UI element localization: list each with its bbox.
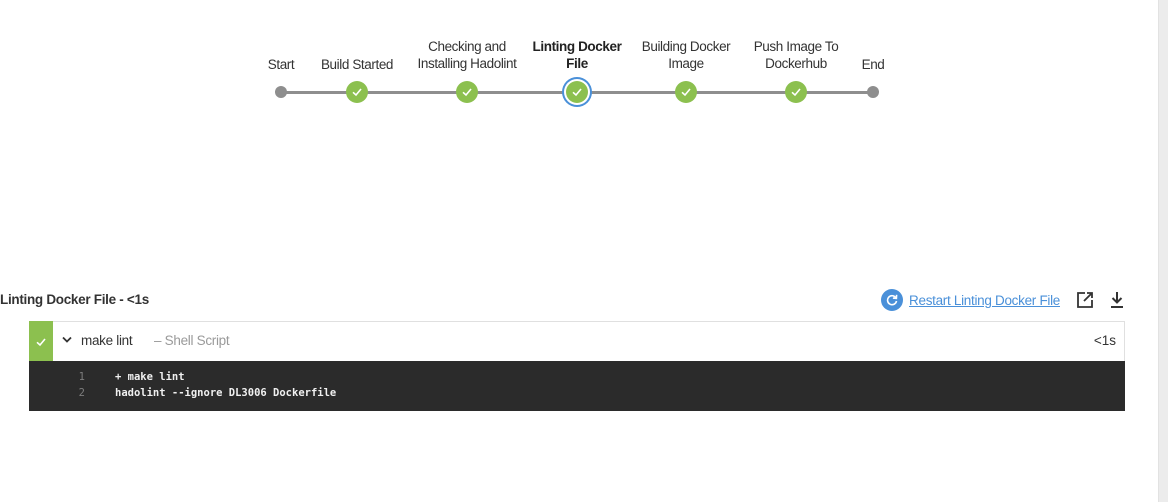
check-icon <box>572 88 582 97</box>
step-status-success <box>29 321 53 362</box>
stage-label-end: End <box>861 57 885 72</box>
stage-label-linting-docker-file[interactable]: Linting Docker File <box>532 39 622 71</box>
open-in-new-icon[interactable] <box>1076 291 1094 309</box>
log-step-row[interactable]: make lint – Shell Script <1s <box>29 321 1125 362</box>
console-line: 1 + make lint <box>29 369 1125 385</box>
stage-node-linting-docker-file[interactable] <box>566 81 588 103</box>
check-icon <box>462 88 472 97</box>
end-node <box>867 86 879 98</box>
step-actions: Restart Linting Docker File <box>881 289 1124 311</box>
line-text: + make lint <box>115 371 185 383</box>
check-icon <box>36 337 46 346</box>
stage-node-push-image[interactable] <box>785 81 807 103</box>
start-node <box>275 86 287 98</box>
pipeline-graph: Start Build Started Checking and Install… <box>0 0 1160 120</box>
restart-stage-link[interactable]: Restart Linting Docker File <box>909 292 1060 308</box>
download-icon[interactable] <box>1110 291 1124 309</box>
stage-label-start: Start <box>267 57 295 72</box>
stage-label-building-docker-image[interactable]: Building Docker Image <box>641 39 731 71</box>
step-title: Linting Docker File - <1s <box>0 292 149 307</box>
check-icon <box>352 88 362 97</box>
step-duration: <1s <box>1093 333 1116 348</box>
restart-icon <box>881 289 904 311</box>
check-icon <box>681 88 691 97</box>
line-number[interactable]: 1 <box>78 371 85 383</box>
stage-node-build-started[interactable] <box>346 81 368 103</box>
stage-node-building-docker-image[interactable] <box>675 81 697 103</box>
scrollbar[interactable] <box>1158 0 1168 502</box>
restart-stage-button[interactable]: Restart Linting Docker File <box>881 289 1060 311</box>
step-type: – Shell Script <box>154 333 230 348</box>
line-number[interactable]: 2 <box>78 387 85 399</box>
stage-label-push-image[interactable]: Push Image To Dockerhub <box>753 39 839 71</box>
chevron-down-icon[interactable] <box>62 336 72 344</box>
step-command: make lint <box>81 333 133 348</box>
stage-node-checking-hadolint[interactable] <box>456 81 478 103</box>
stage-label-build-started[interactable]: Build Started <box>320 57 394 72</box>
stage-label-checking-hadolint[interactable]: Checking and Installing Hadolint <box>417 39 517 71</box>
line-text: hadolint --ignore DL3006 Dockerfile <box>115 387 337 399</box>
console-output: 1 + make lint 2 hadolint --ignore DL3006… <box>29 361 1125 411</box>
console-line: 2 hadolint --ignore DL3006 Dockerfile <box>29 385 1125 401</box>
check-icon <box>791 88 801 97</box>
